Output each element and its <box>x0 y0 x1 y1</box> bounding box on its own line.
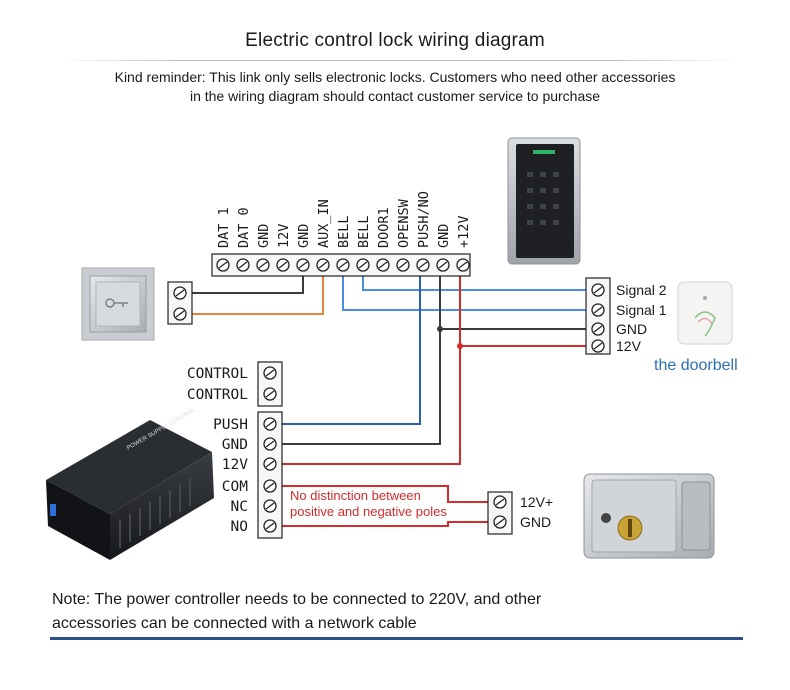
power-terminal-label: GND <box>222 437 248 453</box>
power-terminal-screw <box>263 387 277 401</box>
reader-terminal-screw <box>296 258 310 272</box>
electric-lock-image <box>583 473 715 559</box>
reader-terminal-label: BELL <box>336 215 352 248</box>
exit-button-terminal <box>167 281 193 325</box>
wire-12v-power <box>270 270 461 465</box>
reminder-line-1: Kind reminder: This link only sells elec… <box>114 69 676 85</box>
reader-terminal-screw <box>356 258 370 272</box>
reader-terminal-screw <box>396 258 410 272</box>
title-divider <box>60 60 736 61</box>
exit-terminal-screw <box>173 307 187 321</box>
reader-terminal-screw <box>416 258 430 272</box>
power-terminal-label: 12V <box>222 457 248 473</box>
doorbell-terminal-screw <box>591 322 605 336</box>
exit-terminal-screw <box>173 286 187 300</box>
diagram-title: Electric control lock wiring diagram <box>245 30 545 51</box>
power-terminal-label: NO <box>231 519 248 535</box>
reader-terminal-label: AUX_IN <box>316 199 332 248</box>
lock-terminal-label: 12V+ <box>520 494 553 510</box>
reader-terminal-label: 12V <box>276 224 292 248</box>
reader-terminal-screw <box>216 258 230 272</box>
doorbell-image <box>677 281 733 345</box>
note-line-2: accessories can be connected with a netw… <box>52 615 417 632</box>
reader-terminal-label: DAT 1 <box>216 207 232 248</box>
power-terminal-label: CONTROL <box>187 387 248 403</box>
doorbell-terminal-screw <box>591 339 605 353</box>
power-terminal-screw <box>263 417 277 431</box>
lock-terminal-block: 12V+ GND <box>487 491 553 535</box>
reader-terminal-label: GND <box>256 224 272 248</box>
doorbell-terminal-screw <box>591 283 605 297</box>
power-supply-image: POWER SUPPLY CONTROL <box>46 407 214 560</box>
reader-terminal-screw <box>456 258 470 272</box>
doorbell-caption: the doorbell <box>654 357 738 374</box>
exit-button-image <box>81 267 155 341</box>
reader-terminal-screw <box>376 258 390 272</box>
doorbell-terminal-label: Signal 1 <box>616 302 667 318</box>
wire-exit-gnd <box>190 270 304 294</box>
power-terminal-block: CONTROL CONTROL PUSH GND 12V COM NC NO <box>187 361 283 539</box>
reader-terminal-label: DOOR1 <box>376 207 392 248</box>
reader-terminal-screw <box>256 258 270 272</box>
note-line-1: Note: The power controller needs to be c… <box>52 591 542 608</box>
wire-bell-signal1 <box>342 270 596 311</box>
power-terminal-label: NC <box>231 499 248 515</box>
doorbell-terminal-label: GND <box>616 321 647 337</box>
reader-terminal-screw <box>276 258 290 272</box>
power-terminal-screw <box>263 499 277 513</box>
reader-terminal-label: +12V <box>456 215 472 248</box>
wire-com-lock <box>270 485 498 503</box>
power-terminal-screw <box>263 366 277 380</box>
lock-terminal-label: GND <box>520 514 551 530</box>
reader-terminal-screw <box>316 258 330 272</box>
reader-terminal-label: OPENSW <box>396 198 412 248</box>
keypad-reader-image <box>507 137 581 265</box>
kind-reminder: Kind reminder: This link only sells elec… <box>0 68 790 106</box>
wire-bell-signal2 <box>362 270 596 291</box>
note: Note: The power controller needs to be c… <box>52 588 541 636</box>
reader-terminal-label: GND <box>296 224 312 248</box>
reader-terminal-label: BELL <box>356 215 372 248</box>
reader-terminal-label: PUSH/NO <box>416 191 432 248</box>
lock-terminal-screw <box>493 515 507 529</box>
power-terminal-screw <box>263 479 277 493</box>
power-terminal-label: CONTROL <box>187 366 248 382</box>
power-terminal-screw <box>263 519 277 533</box>
power-terminal-label: COM <box>222 479 248 495</box>
polarity-note: No distinction between positive and nega… <box>290 488 447 519</box>
lock-terminal-screw <box>493 495 507 509</box>
doorbell-terminal-label: Signal 2 <box>616 282 667 298</box>
power-terminal-screw <box>263 457 277 471</box>
reader-terminal-screw <box>436 258 450 272</box>
wire-push <box>270 270 421 425</box>
wire-no-lock <box>270 521 498 527</box>
wire-gnd-power <box>270 270 441 445</box>
polarity-note-line-2: positive and negative poles <box>290 504 447 519</box>
reader-terminal-label: DAT 0 <box>236 207 252 248</box>
doorbell-terminal-label: 12V <box>616 338 642 354</box>
power-terminal-label: PUSH <box>213 417 248 433</box>
doorbell-terminal-screw <box>591 303 605 317</box>
note-divider <box>50 637 743 640</box>
power-terminal-screw <box>263 437 277 451</box>
reader-terminal-screw <box>336 258 350 272</box>
reader-terminal-label: GND <box>436 224 452 248</box>
wire-exit-aux <box>190 270 324 315</box>
reminder-line-2: in the wiring diagram should contact cus… <box>189 88 601 104</box>
reader-terminal-screw <box>236 258 250 272</box>
polarity-note-line-1: No distinction between <box>290 488 421 503</box>
